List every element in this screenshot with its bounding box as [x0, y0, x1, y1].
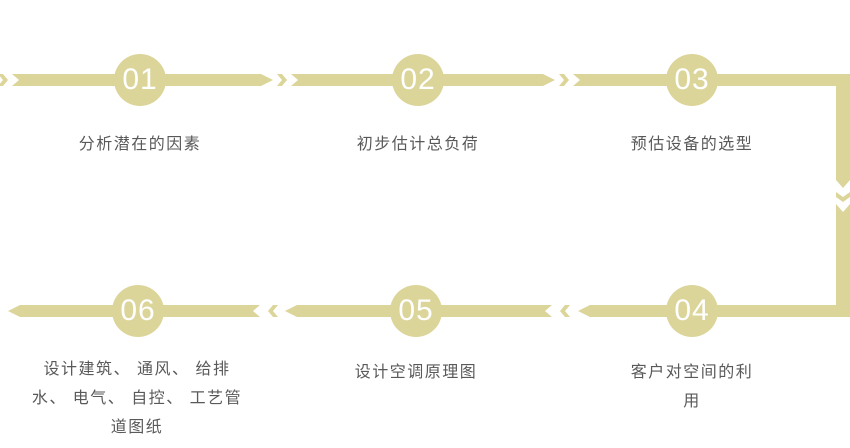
flow-chevron-down-icon [836, 192, 850, 202]
step-circle-03: 03 [666, 54, 718, 106]
step-number-01: 01 [122, 63, 158, 96]
step-label-03: 预估设备的选型 [592, 130, 792, 159]
flow-chevron-2-3-icon [559, 74, 569, 86]
label-line: 设计建筑、 通风、 给排 [43, 361, 231, 378]
label-line: 用 [683, 393, 701, 410]
step-number-06: 06 [120, 294, 156, 327]
label-line: 分析潜在的因素 [78, 136, 202, 153]
step-label-04: 客户对空间的利 用 [582, 358, 802, 416]
step-label-05: 设计空调原理图 [316, 358, 516, 387]
label-line: 初步估计总负荷 [356, 136, 480, 153]
step-circle-05: 05 [390, 285, 442, 337]
step-number-04: 04 [674, 294, 710, 327]
label-line: 水、 电气、 自控、 工艺管 [31, 390, 243, 407]
flow-chevron-1-2-icon [277, 74, 287, 86]
flow-chevron-4-5-icon [560, 305, 570, 317]
step-label-01: 分析潜在的因素 [40, 130, 240, 159]
step-circle-01: 01 [114, 54, 166, 106]
label-line: 道图纸 [110, 419, 164, 436]
step-circle-06: 06 [112, 285, 164, 337]
label-line: 设计空调原理图 [354, 364, 478, 381]
label-line: 客户对空间的利 [630, 364, 754, 381]
step-circle-04: 04 [666, 285, 718, 337]
step-number-02: 02 [400, 63, 436, 96]
flow-band-vertical-lower [836, 204, 850, 305]
step-number-05: 05 [398, 294, 434, 327]
flow-chevron-start-icon [0, 74, 8, 86]
flow-chevron-5-6-icon [268, 305, 278, 317]
flow-band-vertical-upper [836, 86, 850, 188]
step-label-06: 设计建筑、 通风、 给排 水、 电气、 自控、 工艺管 道图纸 [12, 355, 262, 442]
label-line: 预估设备的选型 [630, 136, 754, 153]
step-label-02: 初步估计总负荷 [318, 130, 518, 159]
step-number-03: 03 [674, 63, 710, 96]
step-circle-02: 02 [392, 54, 444, 106]
